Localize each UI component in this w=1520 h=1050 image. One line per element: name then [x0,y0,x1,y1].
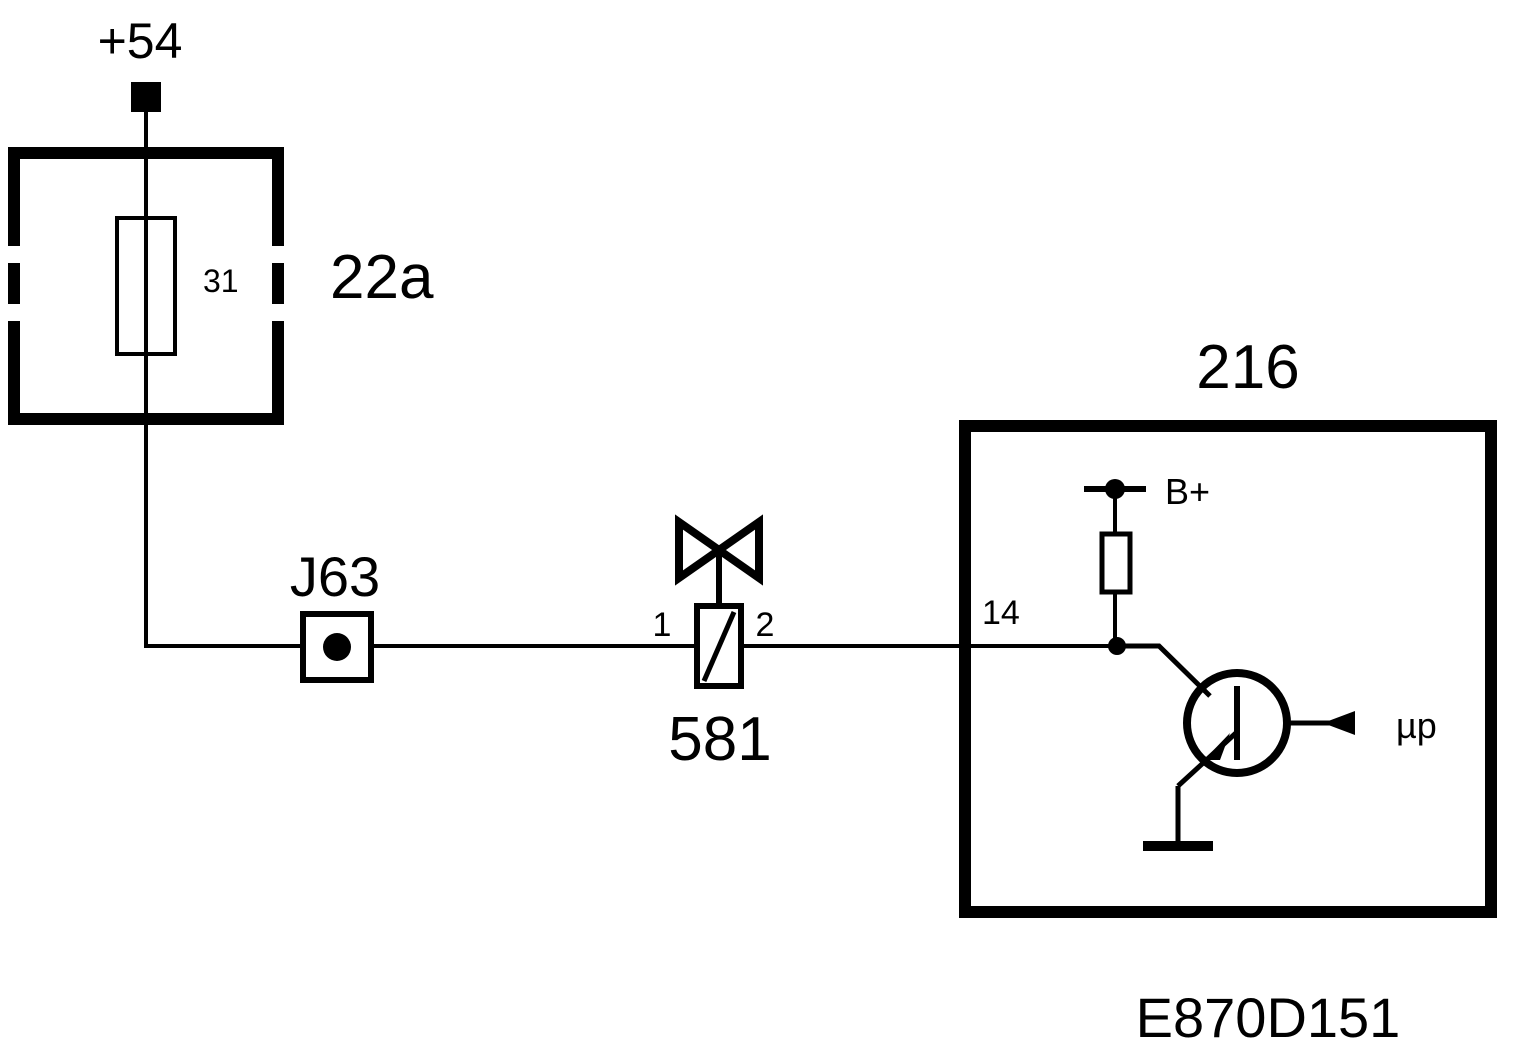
valve-pin-1: 1 [653,606,672,644]
module-label: 216 [1196,333,1299,402]
drawing-id: E870D151 [1136,986,1401,1049]
emitter-arrow-icon [1204,733,1230,760]
connector-pin-dot [323,633,351,661]
supply-terminal [131,82,161,112]
connector-label: J63 [290,545,380,608]
coil-diagonal [701,611,737,682]
pullup-resistor [1099,531,1133,595]
fuse-number: 31 [203,263,239,299]
module-216 [959,420,1497,918]
fuse-block [8,147,284,425]
module-pin-14: 14 [982,594,1020,632]
control-arrow-icon [1323,711,1355,735]
valve-pin-2: 2 [756,606,775,644]
main-wire [144,112,962,648]
bplus-label: B+ [1165,471,1210,512]
control-label: µp [1396,705,1437,746]
supply-label: +54 [98,13,183,69]
valve-581 [675,514,763,689]
collector-lead [1117,643,1212,698]
valve-label: 581 [668,705,771,774]
fuse-block-label: 22a [330,243,434,312]
